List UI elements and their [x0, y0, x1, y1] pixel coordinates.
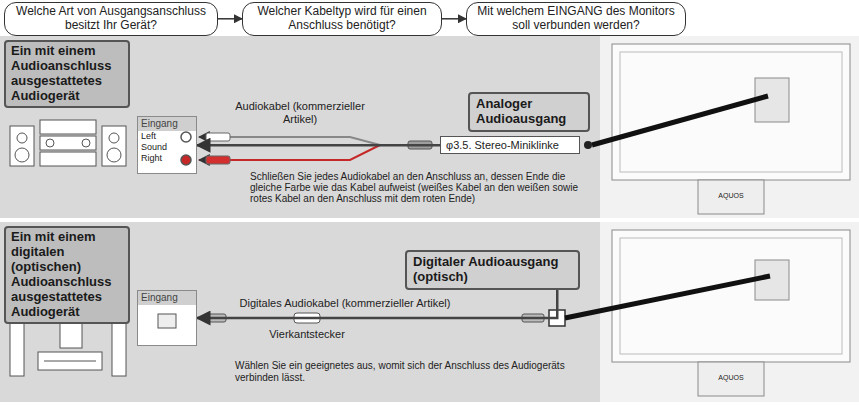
white-plug [206, 133, 230, 141]
brand-mark: AQUOS [706, 374, 756, 382]
optical-port [158, 314, 176, 328]
red-jack [181, 155, 191, 165]
channel-label: Right [141, 153, 162, 164]
cable-to-monitor [565, 276, 770, 318]
flow-arrow [442, 18, 466, 20]
panel-heading: Ein mit einem Audioanschluss ausgestatte… [4, 40, 130, 108]
monitor-ground [600, 222, 859, 402]
cable-connector [197, 290, 557, 318]
monitor-back [612, 230, 850, 396]
monitor-ground [600, 36, 859, 218]
input-ground [137, 116, 197, 174]
panel-heading: Ein mit einem digitalen (optischen) Audi… [4, 226, 130, 324]
channel-label: Left [141, 131, 156, 142]
question-text: Mit welchem EINGANG des Monitors soll ve… [475, 5, 677, 33]
question-bubble: Welche Art von Ausgangsanschluss besitzt… [4, 2, 218, 36]
output-box: Digitaler Audioausgang (optisch) [405, 250, 580, 290]
brand-mark: AQUOS [706, 192, 756, 200]
stereo-system [10, 120, 126, 166]
white-jack [181, 132, 191, 142]
cable-label: Digitales Audiokabel (kommerzieller Arti… [212, 297, 478, 310]
output-label: Analoger Audioausgang [476, 97, 582, 127]
question-bubble: Mit welchem EINGANG des Monitors soll ve… [466, 2, 686, 36]
note-text: Wählen Sie ein geeignetes aus, womit sic… [235, 360, 580, 383]
flow-arrow [218, 18, 242, 20]
panel-ground [0, 222, 600, 402]
output-label: Digitaler Audioausgang (optisch) [413, 255, 572, 285]
note-text: Schließen Sie jedes Audiokabel an den An… [250, 171, 595, 205]
question-text: Welche Art von Ausgangsanschluss besitzt… [13, 5, 209, 33]
input-ground [137, 290, 197, 346]
input-heading: Eingang [138, 291, 196, 305]
input-heading: Eingang [138, 117, 196, 131]
mini-jack [584, 141, 592, 149]
input-box: Eingang [137, 290, 197, 346]
plug-label: Vierkantstecker [262, 328, 352, 341]
cable-connector [197, 144, 440, 147]
panel-ground [0, 36, 600, 218]
channel-label: Sound [141, 142, 167, 153]
output-box: Analoger Audioausgang [468, 92, 590, 132]
question-bubble: Welcher Kabeltyp wird für einen Anschlus… [242, 2, 442, 36]
cable-to-monitor [592, 96, 768, 145]
question-text: Welcher Kabeltyp wird für einen Anschlus… [251, 5, 433, 33]
jack-label: φ3.5. Stereo-Miniklinke [446, 138, 574, 152]
red-plug [206, 156, 230, 164]
jack-box: φ3.5. Stereo-Miniklinke [440, 136, 580, 154]
cable-label: Audiokabel (kommerzieller Artikel) [232, 100, 368, 126]
